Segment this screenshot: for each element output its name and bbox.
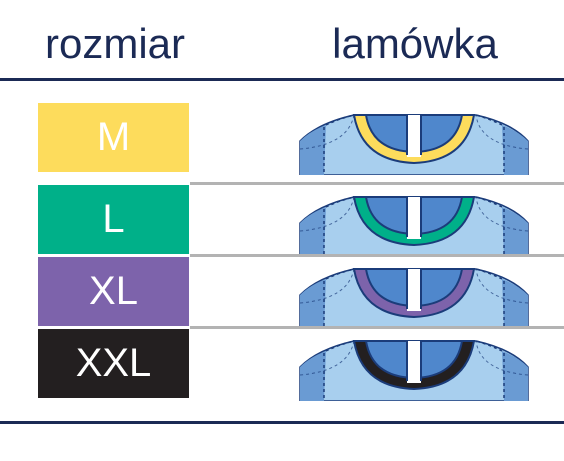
footer-divider [0,421,564,424]
header-divider [0,78,564,81]
row-divider [190,326,564,329]
size-swatch-m: M [38,103,189,172]
size-label: XL [89,269,138,313]
collar-binding-icon [298,331,530,402]
row-divider [190,182,564,185]
size-swatch-xxl: XXL [38,329,189,398]
collar-binding-icon [298,187,530,258]
collar-binding-icon [298,105,530,176]
size-swatch-xl: XL [38,257,189,326]
size-label: XXL [75,341,152,385]
size-column-header: rozmiar [44,20,185,67]
size-label: M [96,115,131,159]
collar-binding-icon [298,259,530,330]
size-swatch-l: L [38,185,189,254]
row-divider [190,254,564,257]
binding-column-header: lamówka [332,20,498,67]
size-label: L [102,197,125,241]
